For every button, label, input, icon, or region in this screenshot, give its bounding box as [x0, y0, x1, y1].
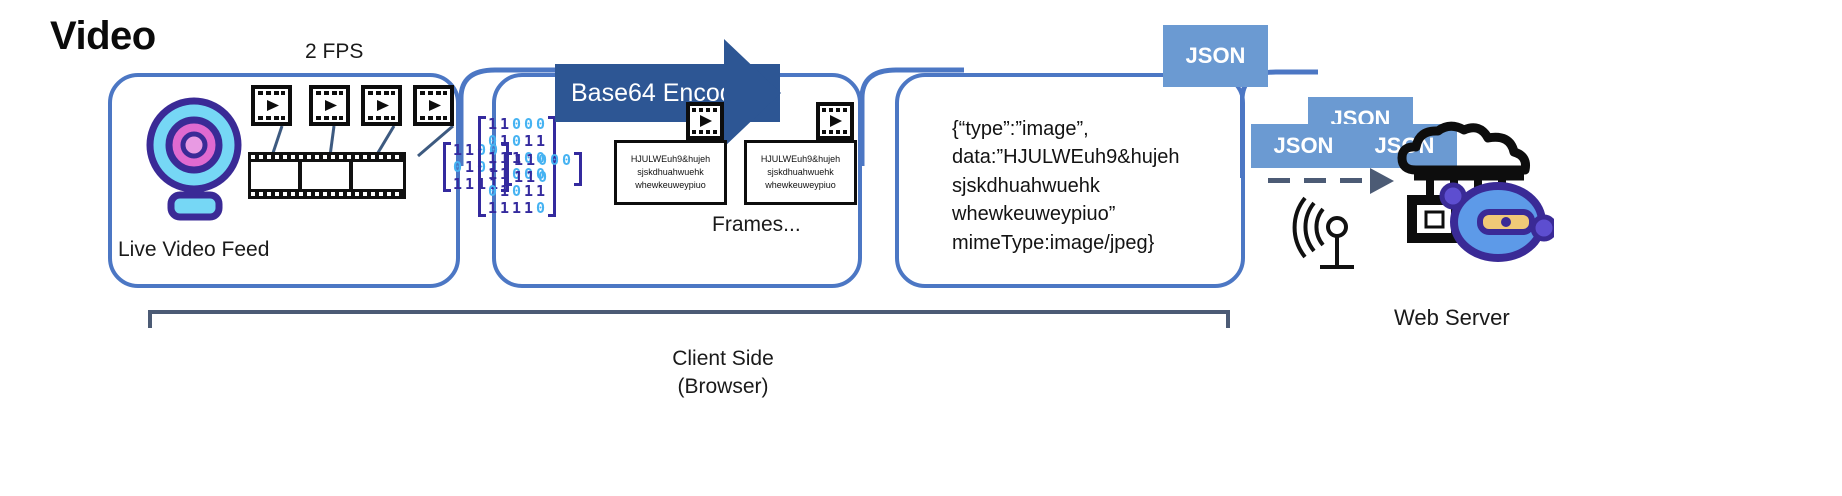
panel-connector-curve	[458, 67, 567, 166]
json-badge: JSON	[1251, 124, 1356, 168]
json-payload-panel	[895, 73, 1245, 288]
client-side-caption: Client Side (Browser)	[672, 347, 774, 399]
binary-bracket-left	[478, 116, 486, 217]
page-title: Video	[50, 14, 156, 58]
base64-arrow-head	[724, 39, 781, 147]
dashed-arrow-icon	[1268, 178, 1370, 183]
wifi-antenna-icon	[1292, 196, 1354, 269]
json-payload-text: {“type”:”image”, data:”HJULWEuh9&hujeh s…	[952, 118, 1180, 254]
live-video-feed-caption: Live Video Feed	[118, 238, 270, 261]
binary-bracket-right	[574, 152, 582, 186]
play-frame-icon	[413, 85, 454, 126]
frames-caption: Frames...	[712, 213, 801, 236]
dashed-arrow-head-icon	[1370, 168, 1394, 194]
frame-text-box: HJULWEuh9&hujeh sjskdhuahwuehk whewkeuwe…	[744, 140, 857, 205]
frame-text-box: HJULWEuh9&hujeh sjskdhuahwuehk whewkeuwe…	[614, 140, 727, 205]
binary-bracket-right	[548, 116, 556, 217]
json-badge: JSON	[1163, 25, 1268, 87]
play-frame-icon	[309, 85, 350, 126]
binary-bracket-left	[504, 152, 512, 186]
binary-bracket-right	[501, 142, 509, 193]
client-side-bracket	[148, 310, 1230, 328]
film-strip-icon	[248, 152, 406, 199]
fps-label: 2 FPS	[305, 40, 364, 63]
webcam-icon	[146, 97, 242, 221]
web-server-caption: Web Server	[1394, 305, 1510, 330]
play-frame-icon	[251, 85, 292, 126]
play-frame-icon	[686, 102, 724, 140]
panel-connector-curve	[859, 67, 964, 166]
play-frame-icon	[361, 85, 402, 126]
binary-bracket-left	[443, 142, 451, 193]
play-frame-icon	[816, 102, 854, 140]
frame-connectors	[270, 126, 454, 158]
cloud-robot-server-icon	[1397, 121, 1554, 262]
